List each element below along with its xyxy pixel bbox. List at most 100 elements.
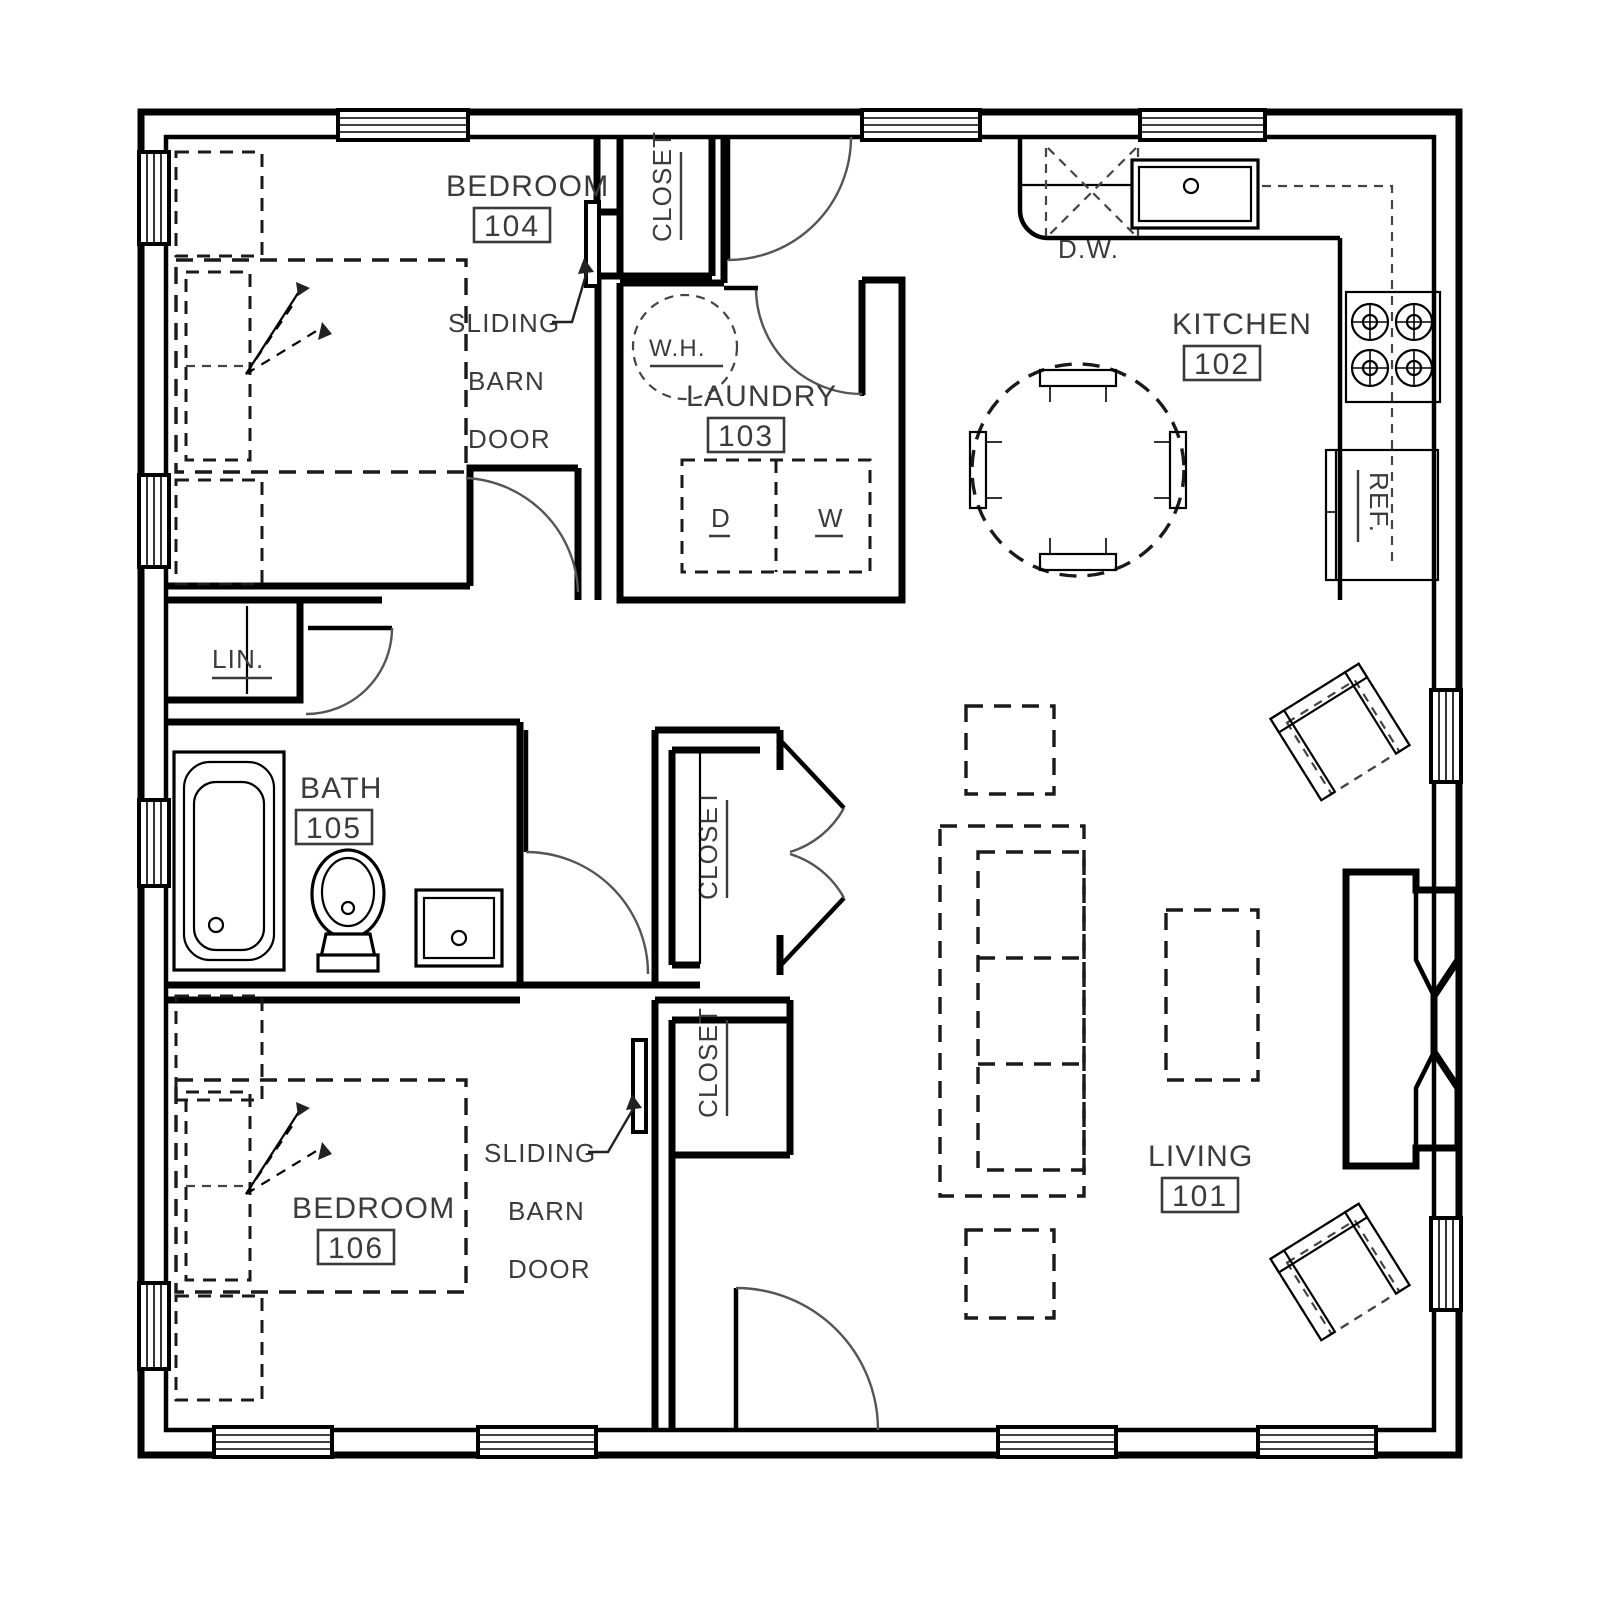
closet-mid-upper-label: CLOSET (693, 752, 729, 964)
water-heater-label: W.H. (649, 335, 706, 362)
room-number-box-105 (294, 808, 374, 846)
bed-1-nightstand-bottom (174, 478, 264, 586)
sbd1-line3: DOOR (468, 424, 551, 454)
bed-1-nightstand-top (174, 150, 264, 258)
room-label-laundry-103: LAUNDRY (686, 380, 837, 413)
door-bath-105 (523, 730, 650, 975)
sbd2-line2: BARN (508, 1196, 585, 1226)
window-top-2 (860, 108, 982, 142)
window-bottom-3 (996, 1425, 1118, 1459)
room-number-box-104 (472, 206, 552, 244)
sbd2-line1: SLIDING (484, 1138, 596, 1168)
room-number-box-103 (706, 416, 786, 454)
door-entry-top (725, 136, 853, 262)
burner-3 (1350, 348, 1390, 388)
refrigerator: REF. (1324, 448, 1440, 582)
closet-mid-lower-label: CLOSET (693, 1007, 729, 1118)
end-table-1 (964, 704, 1056, 796)
door-laundry (724, 285, 865, 396)
room-number-bedroom-104: 104 (484, 210, 540, 243)
room-number-box-102 (1182, 344, 1262, 382)
dining-chair-bottom (1038, 538, 1118, 572)
bedroom-104-group: BEDROOM 104 (174, 150, 609, 586)
sbd1-line2: BARN (468, 366, 545, 396)
closet-top-text: CLOSET (647, 131, 677, 242)
sliding-barn-door-106 (631, 1038, 648, 1134)
dining-table-set (968, 362, 1188, 578)
room-number-laundry-103: 103 (718, 420, 774, 453)
door-bedroom-104 (465, 474, 581, 593)
burner-4 (1394, 348, 1434, 388)
bedroom-106-group: BEDROOM 106 (174, 994, 468, 1402)
laundry-103-group: W.H. LAUNDRY 103 D W (631, 293, 872, 574)
window-left-2 (137, 473, 171, 569)
toilet (310, 848, 386, 973)
bed-2-nightstand-bottom (174, 1294, 264, 1402)
room-label-bedroom-104: BEDROOM (446, 170, 609, 203)
kitchen-102-group: D.W. (968, 137, 1442, 600)
window-bottom-1 (212, 1425, 334, 1459)
exterior-windows (137, 108, 1463, 1459)
washer-dryer-pair: D W (680, 458, 872, 574)
refrigerator-label: REF. (1364, 472, 1394, 533)
washer-label: W (818, 503, 844, 533)
living-101-group: LIVING 101 (938, 662, 1462, 1342)
dishwasher-label: D.W. (1058, 234, 1119, 264)
sbd2-line3: DOOR (508, 1254, 591, 1284)
doors (305, 136, 880, 1431)
fireplace (1342, 868, 1462, 1170)
end-table-2 (964, 1228, 1056, 1320)
door-closet-bifold (780, 740, 846, 966)
room-label-living-101: LIVING (1148, 1140, 1254, 1173)
room-label-kitchen-102: KITCHEN (1172, 308, 1312, 341)
bath-105-group: BATH 105 (172, 750, 504, 973)
burner-1 (1350, 302, 1390, 342)
dining-chair-right (1154, 430, 1188, 510)
closet-top-label: CLOSET (647, 131, 683, 242)
burner-2 (1394, 302, 1434, 342)
room-number-kitchen-102: 102 (1194, 348, 1250, 381)
room-number-bedroom-106: 106 (328, 1232, 384, 1265)
range-cooktop (1344, 290, 1442, 404)
sofa (938, 824, 1086, 1198)
sliding-barn-door-104 (584, 200, 601, 288)
armchair-2 (1268, 1202, 1412, 1342)
window-top-3 (1138, 108, 1267, 142)
window-bottom-4 (1256, 1425, 1378, 1459)
sliding-barn-door-label-1: SLIDING BARN DOOR (448, 258, 594, 454)
window-bottom-2 (476, 1425, 598, 1459)
closet-mid-upper-text: CLOSET (693, 789, 723, 900)
armchair-1 (1268, 662, 1412, 802)
linen-label: LIN. (212, 644, 264, 674)
room-number-bath-105: 105 (306, 812, 362, 845)
window-top-1 (336, 108, 470, 142)
window-left-1 (137, 150, 171, 246)
bed-2-nightstand-top (174, 994, 264, 1102)
sbd1-line1: SLIDING (448, 308, 560, 338)
bathtub (172, 750, 286, 972)
dryer-label: D (711, 503, 731, 533)
dining-chair-left (968, 430, 1002, 510)
linen-closet-group: LIN. (212, 606, 272, 694)
room-number-box-101 (1160, 1176, 1240, 1214)
coffee-table (1164, 908, 1260, 1082)
vanity-sink (414, 888, 504, 968)
bed-2 (174, 1078, 468, 1294)
room-label-bath-105: BATH (300, 772, 383, 805)
dishwasher-symbol (1044, 147, 1140, 237)
room-label-bedroom-106: BEDROOM (292, 1192, 455, 1225)
window-left-4 (137, 1281, 171, 1371)
kitchen-sink (1130, 158, 1260, 230)
room-number-living-101: 101 (1172, 1180, 1228, 1213)
sliding-barn-door-label-2: SLIDING BARN DOOR (484, 1094, 642, 1284)
window-left-3 (137, 798, 171, 888)
dining-chair-top (1038, 368, 1118, 402)
window-right-2 (1429, 1216, 1463, 1312)
window-right-1 (1429, 688, 1463, 784)
bed-1 (174, 258, 468, 474)
closet-mid-lower-text: CLOSET (693, 1007, 723, 1118)
door-linen (305, 625, 394, 716)
room-number-box-106 (316, 1228, 396, 1266)
